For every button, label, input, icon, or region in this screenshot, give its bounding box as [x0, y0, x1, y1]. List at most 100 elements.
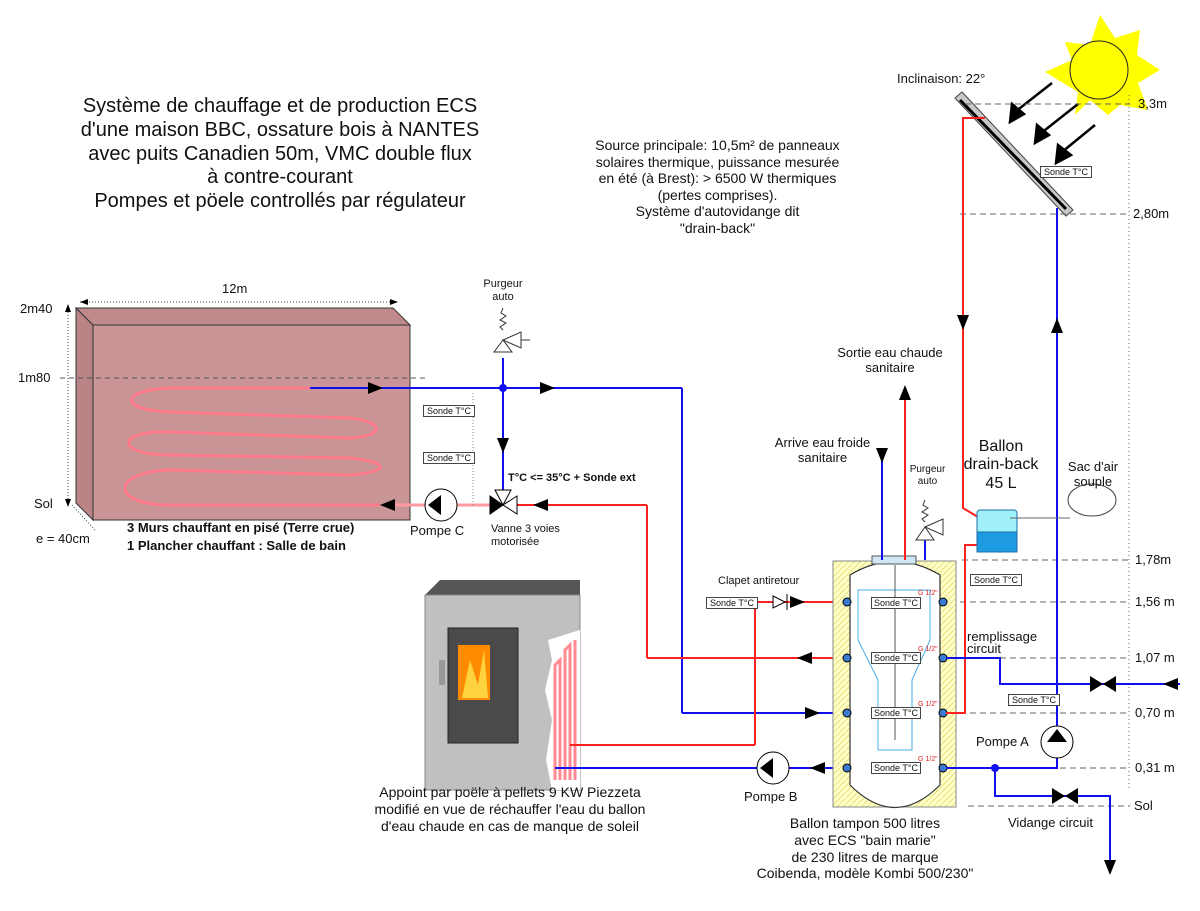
temperature-condition: T°C <= 35°C + Sonde ext: [508, 472, 636, 484]
air-bag-label: Sac d'air souple: [1063, 459, 1123, 490]
label-line: Purgeur: [483, 278, 523, 290]
tank-caption: Ballon tampon 500 litres avec ECS "bain …: [740, 815, 990, 882]
label-line: circuit: [967, 641, 1001, 657]
label-line: remplissage: [967, 629, 1038, 644]
drainback-tank-icon: [976, 509, 1018, 553]
source-line: Système d'autovidange dit: [635, 203, 800, 220]
title-line: d'une maison BBC, ossature bois à NANTES: [80, 118, 480, 141]
inclination-label: Inclinaison: 22°: [897, 71, 986, 86]
height-3-3m: 3,3m: [1138, 96, 1167, 111]
pump-b-icon: [756, 751, 790, 785]
pump-a-icon: [1040, 725, 1074, 759]
title-line: Système de chauffage et de production EC…: [82, 95, 478, 117]
tank-air-vent-icon: [915, 499, 944, 541]
drain-valve-icon: [1052, 788, 1078, 804]
caption-line: Ballon tampon 500 litres: [789, 815, 941, 831]
pellet-stove: [424, 580, 581, 791]
sunlight-arrows: [1008, 82, 1096, 166]
label-line: souple: [1073, 473, 1113, 489]
valve-label: Vanne 3 voies motorisée: [491, 523, 560, 548]
wall-height-1m80: 1m80: [18, 370, 51, 385]
wall-caption-1: 3 Murs chauffant en pisé (Terre crue): [127, 520, 355, 535]
source-line: solaires thermique, puissance mesurée: [595, 153, 840, 170]
heating-purgeur-label: Purgeur auto: [478, 278, 528, 303]
caption-line: Coibenda, modèle Kombi 500/230": [756, 865, 974, 882]
wall-caption-2: 1 Plancher chauffant : Salle de bain: [127, 538, 346, 553]
height-grid: [950, 103, 1130, 807]
fitting-label-3: G 1/2": [918, 701, 938, 708]
air-bag-icon: [1067, 483, 1117, 517]
drain-circuit-label: Vidange circuit: [1008, 815, 1094, 830]
diagram-title: Système de chauffage et de production EC…: [20, 95, 540, 214]
title-line: à contre-courant: [207, 166, 353, 189]
caption-line: modifié en vue de réchauffer l'eau du ba…: [374, 800, 646, 817]
pump-c-label: Pompe C: [410, 523, 465, 538]
label-line: 45 L: [985, 474, 1017, 492]
caption-line: d'eau chaude en cas de manque de soleil: [381, 817, 639, 834]
label-line: Ballon: [978, 438, 1024, 455]
label-line: Sac d'air: [1067, 459, 1119, 474]
drainback-tank-label: Ballon drain-back 45 L: [960, 438, 1042, 493]
height-2-80m: 2,80m: [1133, 206, 1170, 221]
label-line: Sortie eau chaude: [837, 345, 943, 360]
pump-a-label: Pompe A: [976, 734, 1029, 749]
fill-circuit-label: remplissage circuit: [967, 629, 1038, 657]
wall-thickness-label: e = 40cm: [36, 531, 90, 546]
tank-sensor-2: Sonde T°C: [871, 652, 921, 665]
caption-line: avec ECS "bain marie": [794, 831, 936, 848]
source-line: en été (à Brest): > 6500 W thermiques: [598, 170, 837, 187]
cold-water-inlet-label: Arrive eau froide sanitaire: [765, 435, 880, 466]
height-0-70m: 0,70 m: [1135, 705, 1175, 720]
air-vent-icon: [493, 307, 530, 353]
heating-wall: [74, 306, 412, 522]
label-line: Purgeur: [909, 464, 946, 475]
fitting-label-1: G 1/2": [918, 590, 938, 597]
wall-width-label: 12m: [222, 281, 248, 296]
solar-hot-pipe: [946, 117, 985, 714]
fill-valve-icon: [1090, 676, 1116, 692]
pump-b-label: Pompe B: [744, 789, 798, 804]
pump-c-icon: [424, 488, 458, 522]
title-line: avec puits Canadien 50m, VMC double flux: [88, 142, 472, 165]
height-1-78m: 1,78m: [1135, 552, 1172, 567]
label-line: Vanne 3 voies: [491, 523, 560, 535]
caption-line: Appoint par poële à pellets 9 KW Piezzet…: [379, 784, 641, 800]
tank-sensor-4: Sonde T°C: [871, 762, 921, 775]
height-1-07m: 1,07 m: [1135, 650, 1175, 665]
tank-sensor-1: Sonde T°C: [871, 597, 921, 610]
three-way-valve-icon: [489, 489, 518, 515]
source-line: Source principale: 10,5m² de panneaux: [595, 137, 840, 153]
wall-dimensions: [60, 301, 425, 531]
height-1-56m: 1,56 m: [1135, 594, 1175, 609]
panel-sensor-label: Sonde T°C: [1040, 166, 1092, 179]
label-line: sanitaire: [797, 449, 848, 465]
label-line: auto: [492, 290, 514, 303]
heating-sensor-2: Sonde T°C: [423, 452, 475, 465]
check-valve-label: Clapet antiretour: [718, 575, 800, 587]
sun-icon: [1045, 15, 1160, 115]
drainback-hot-sensor: Sonde T°C: [970, 574, 1022, 587]
label-line: Arrive eau froide: [774, 435, 871, 450]
check-valve-icon: [772, 594, 788, 610]
source-line: "drain-back": [679, 219, 756, 236]
wall-sol-label: Sol: [34, 496, 53, 511]
tank-purgeur-label: Purgeur auto: [905, 464, 950, 487]
label-line: sanitaire: [865, 359, 915, 375]
drainback-cold-sensor: Sonde T°C: [1008, 694, 1060, 707]
caption-line: de 230 litres de marque: [791, 848, 939, 865]
label-line: motorisée: [491, 535, 540, 548]
height-0-31m: 0,31 m: [1135, 760, 1175, 775]
source-description: Source principale: 10,5m² de panneaux so…: [555, 137, 880, 236]
fitting-label-4: G 1/2": [918, 756, 938, 763]
label-line: auto: [917, 475, 938, 487]
source-line: (pertes comprises).: [657, 186, 778, 203]
fitting-label-2: G 1/2": [918, 646, 938, 653]
label-line: drain-back: [963, 456, 1039, 474]
tank-ports: [842, 597, 948, 773]
hot-water-outlet-label: Sortie eau chaude sanitaire: [825, 345, 955, 376]
tank-sensor-3: Sonde T°C: [871, 707, 921, 720]
wall-height-2m40: 2m40: [20, 301, 53, 316]
title-line: Pompes et pöele controllés par régulateu…: [94, 190, 466, 213]
height-sol: Sol: [1134, 798, 1153, 813]
heating-sensor-1: Sonde T°C: [423, 405, 475, 418]
